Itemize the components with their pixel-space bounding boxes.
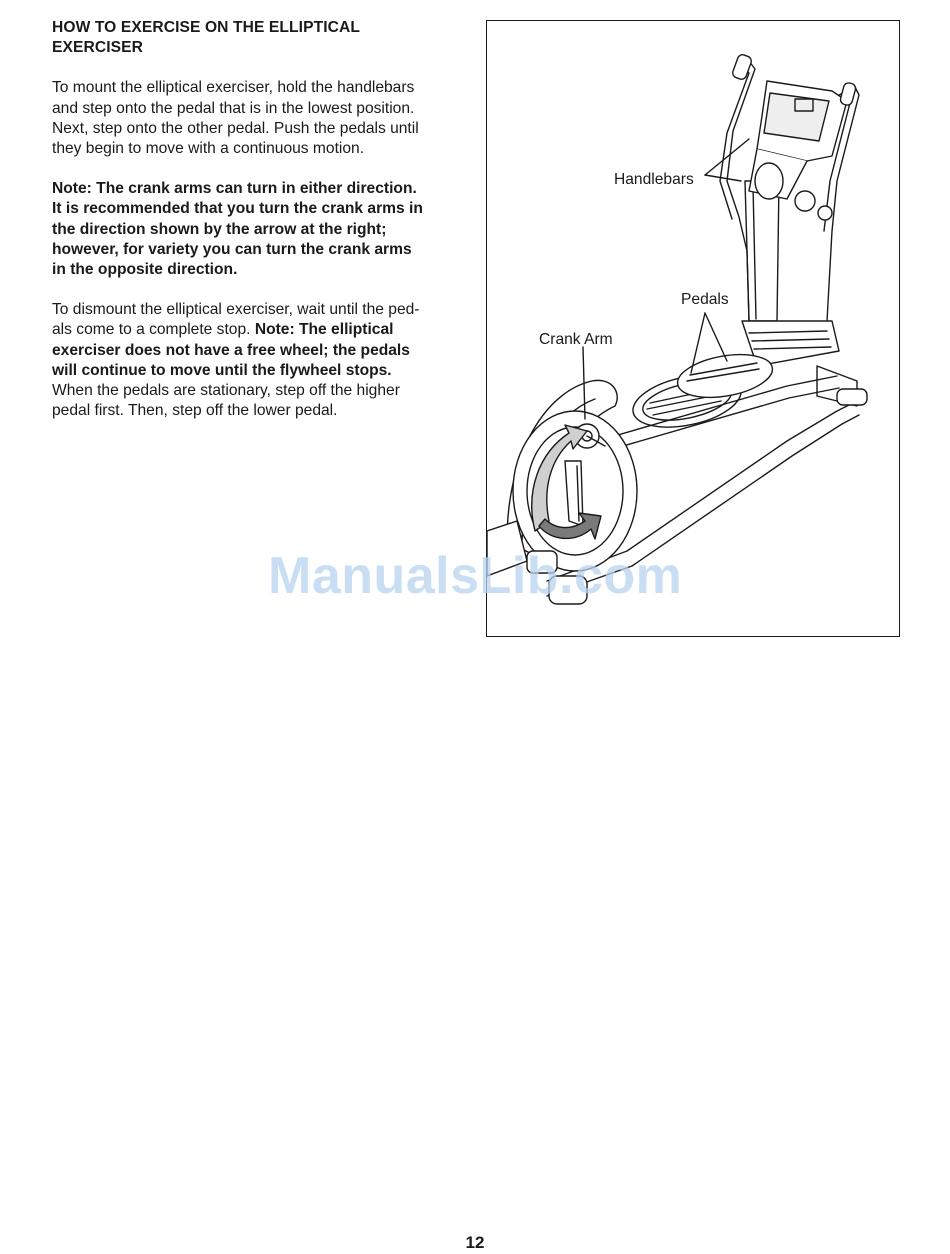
heading-line: HOW TO EXERCISE ON THE ELLIPTICAL (52, 19, 360, 36)
text-line: they begin to move with a continuous mot… (52, 140, 365, 158)
dismount-paragraph: To dismount the elliptical exerciser, wa… (52, 300, 462, 421)
text-line: in the opposite direction. (52, 261, 238, 279)
text-span: als come to a complete stop. (52, 321, 255, 339)
text-line: Note: The crank arms can turn in either … (52, 180, 417, 198)
handlebars-label: Handlebars (614, 171, 694, 188)
bold-note-span: Note: The elliptical (254, 321, 394, 339)
text-line: When the pedals are stationary, step off… (52, 382, 400, 400)
text-line: exerciser does not have a free wheel; th… (52, 341, 410, 359)
text-line: and step onto the pedal that is in the l… (52, 99, 415, 117)
elliptical-illustration: Handlebars Pedals Crank Arm (486, 20, 900, 637)
watermark: ManualsLib.com (268, 547, 683, 605)
note-paragraph: Note: The crank arms can turn in either … (52, 179, 462, 280)
page-number: 12 (465, 1233, 485, 1252)
text-line: pedal first. Then, step off the lower pe… (52, 402, 338, 420)
crank-arm-label: Crank Arm (539, 331, 613, 348)
text-line: To mount the elliptical exerciser, hold … (52, 79, 415, 97)
mount-paragraph: To mount the elliptical exerciser, hold … (52, 78, 462, 159)
text-line: To dismount the elliptical exerciser, wa… (52, 301, 420, 319)
text-line: the direction shown by the arrow at the … (52, 220, 387, 238)
text-line: It is recommended that you turn the cran… (52, 200, 423, 218)
text-line: however, for variety you can turn the cr… (52, 240, 412, 258)
text-line: Next, step onto the other pedal. Push th… (52, 119, 419, 137)
instructions-column: HOW TO EXERCISE ON THE ELLIPTICAL EXERCI… (52, 18, 462, 441)
text-line: will continue to move until the flywheel… (52, 361, 392, 379)
text-line: als come to a complete stop. Note: The e… (52, 320, 462, 340)
elliptical-drawing (487, 54, 868, 605)
section-heading: HOW TO EXERCISE ON THE ELLIPTICAL EXERCI… (52, 18, 462, 58)
pedals-label: Pedals (681, 291, 729, 308)
heading-line: EXERCISER (52, 39, 144, 57)
